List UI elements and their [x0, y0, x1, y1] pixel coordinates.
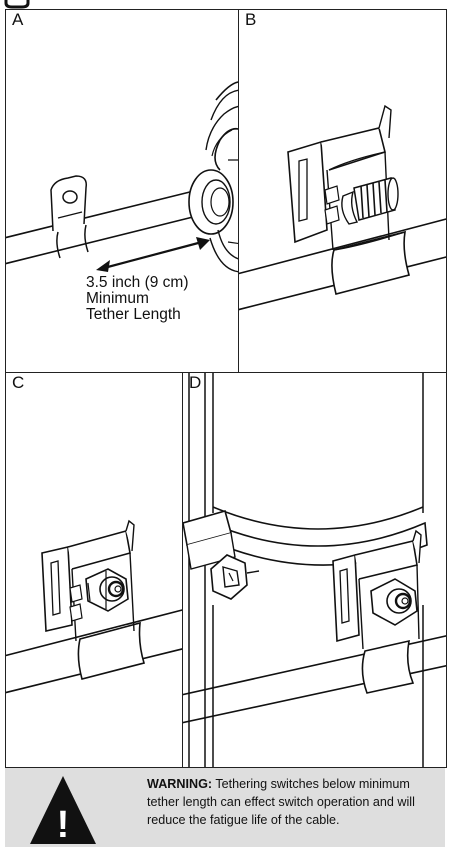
panel-d: D [182, 372, 447, 768]
tether-length-label: 3.5 inch (9 cm) Minimum Tether Length [86, 275, 189, 323]
panel-c: C [5, 372, 183, 768]
cable [6, 187, 207, 239]
tether-line-1: 3.5 inch (9 cm) [86, 274, 189, 291]
hex-nut [85, 568, 129, 612]
panel-label-a: A [12, 10, 24, 29]
cable-sleeve [56, 224, 89, 259]
heading-fragment [4, 0, 30, 9]
hex-nut [370, 578, 418, 626]
warning-heading: WARNING: [147, 777, 213, 791]
clip-plate [332, 553, 360, 643]
clip-plate [41, 546, 73, 632]
panel-b-illustration [239, 104, 446, 311]
dimension-arrow [103, 240, 203, 270]
panel-d-illustration [183, 373, 446, 767]
cable [239, 218, 446, 275]
tether-line-2: Minimum [86, 290, 149, 307]
panel-b: B [238, 9, 447, 373]
panel-label-b: B [245, 10, 257, 29]
panel-a-illustration [6, 81, 238, 273]
tether-line-3: Tether Length [86, 306, 181, 323]
cable-sleeve [331, 230, 410, 295]
cable-sleeve [77, 621, 146, 680]
panel-a: A [5, 9, 239, 373]
threaded-stud [341, 177, 399, 225]
clamp-band [212, 506, 424, 530]
panel-label-d: D [189, 373, 202, 392]
warning-triangle-icon: ! [30, 776, 96, 846]
panel-c-illustration [6, 519, 182, 694]
cable-sleeve [361, 639, 415, 694]
warning-body: Tethering switches below minimum tether … [147, 777, 415, 827]
switch-housing [214, 81, 238, 171]
hex-bolt [210, 554, 260, 600]
warning-text: WARNING: Tethering switches below minimu… [147, 775, 443, 829]
cable [6, 609, 182, 657]
panel-label-c: C [12, 373, 25, 392]
pipe [188, 373, 206, 767]
svg-text:!: ! [57, 804, 70, 846]
